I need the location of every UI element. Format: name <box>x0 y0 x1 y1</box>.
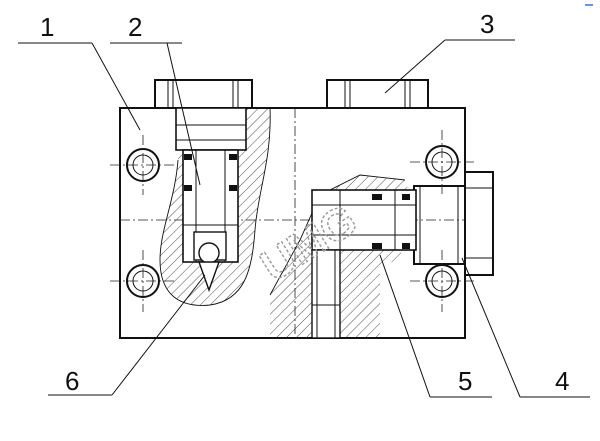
leader-6 <box>111 274 206 396</box>
callout-3: 3 <box>480 9 494 39</box>
leader-1 <box>91 42 141 131</box>
left-cartridge-section <box>159 107 271 306</box>
callout-5: 5 <box>458 366 472 396</box>
callout-labels: 1 2 3 4 5 6 <box>40 9 569 396</box>
top-plug-right <box>326 79 429 109</box>
leader-4 <box>461 257 521 398</box>
callout-2: 2 <box>128 12 142 42</box>
callout-4: 4 <box>555 366 569 396</box>
leader-5 <box>379 254 431 398</box>
callout-6: 6 <box>65 366 79 396</box>
leader-3 <box>384 39 446 94</box>
right-cartridge-section <box>269 174 417 339</box>
leader-lines <box>18 39 590 398</box>
top-plug-left <box>154 79 253 109</box>
leader-2 <box>166 42 201 186</box>
side-plug-right <box>413 171 494 276</box>
callout-1: 1 <box>40 12 54 42</box>
